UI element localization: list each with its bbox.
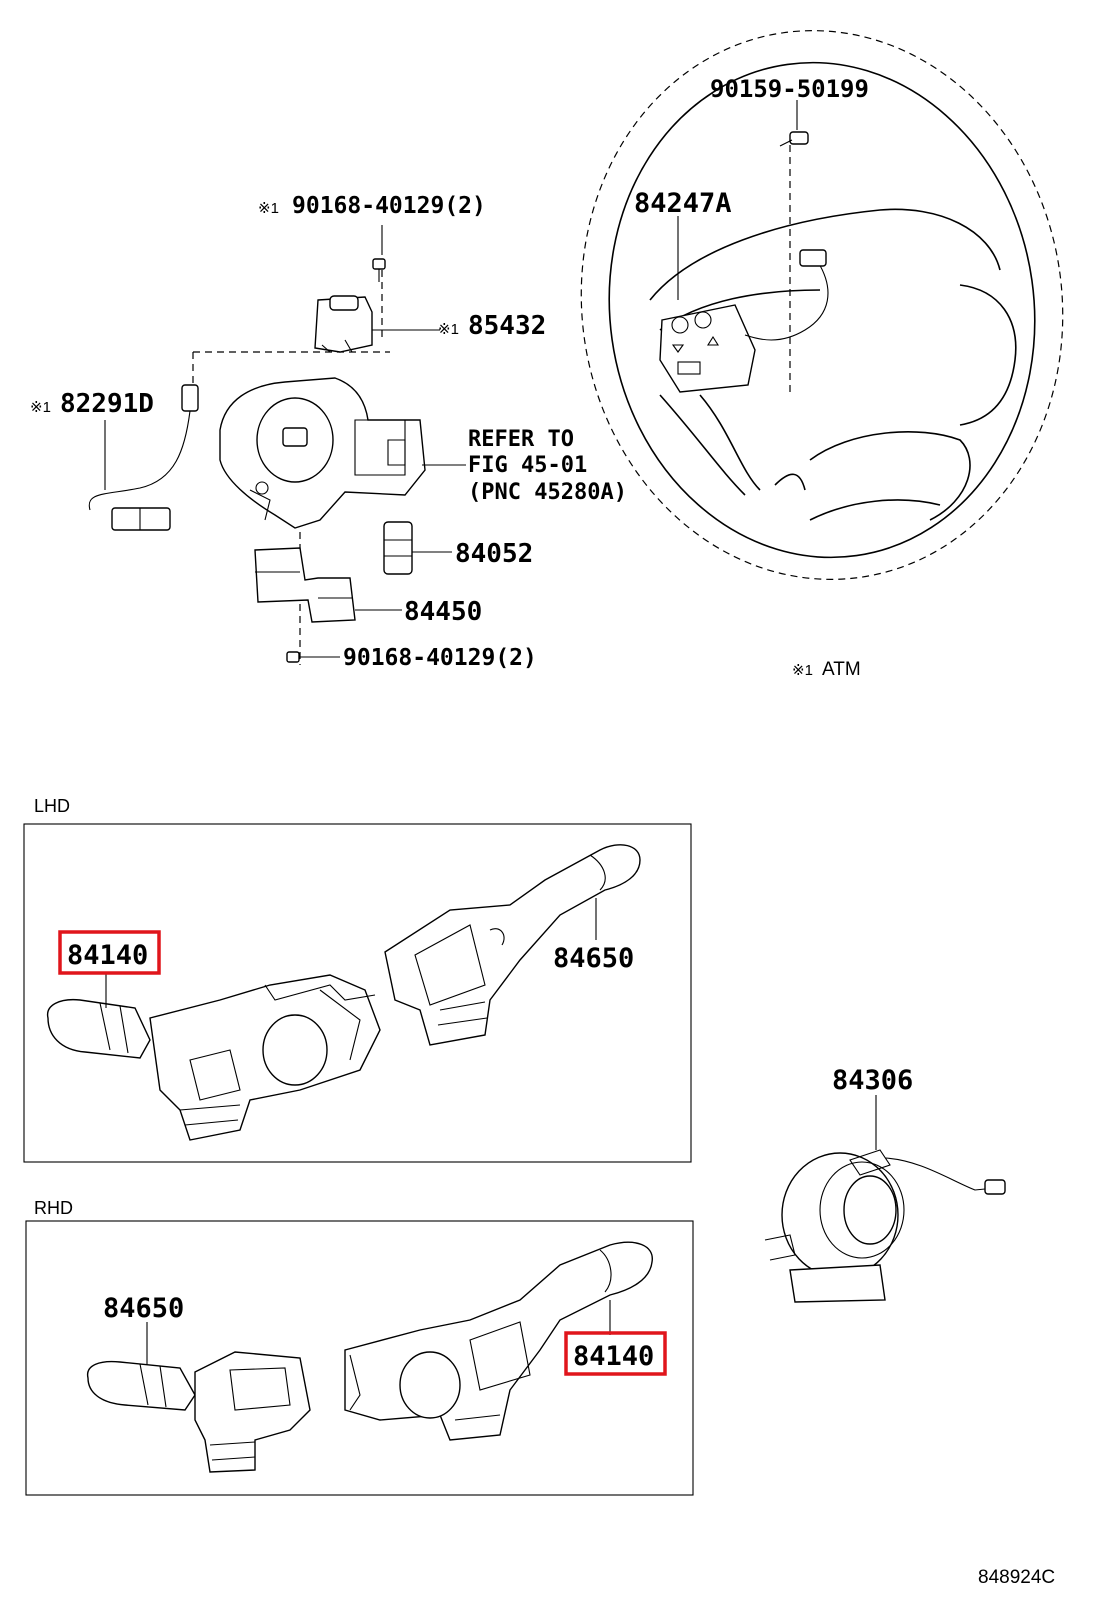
label-lhd-84140: 84140 <box>67 940 148 971</box>
lhd-84140-highlight <box>58 930 161 975</box>
note-mark-bolt-upper: ※1 <box>258 200 279 217</box>
label-refer-line3: (PNC 45280A) <box>468 480 627 505</box>
column-switch-assembly <box>88 225 466 665</box>
note-mark-atm: ※1 <box>792 662 813 679</box>
label-rhd-84650: 84650 <box>103 1293 184 1324</box>
label-rhd: RHD <box>34 1198 73 1218</box>
label-bolt-lower: 90168-40129(2) <box>343 645 537 671</box>
part-84052-shape <box>383 521 413 575</box>
part-84450-shape <box>254 547 356 623</box>
label-90159: 90159-50199 <box>710 75 869 103</box>
screw-upper-icon <box>372 258 386 282</box>
label-rhd-84140: 84140 <box>573 1341 654 1372</box>
rhd-combination-switch-shape <box>86 1241 653 1473</box>
note-atm: ATM <box>822 659 861 680</box>
label-refer-line1: REFER TO <box>468 427 574 452</box>
note-mark-82291d: ※1 <box>30 399 51 416</box>
note-mark-85432: ※1 <box>438 321 459 338</box>
label-82291d: 82291D <box>60 389 154 419</box>
steering-wheel-shape <box>580 30 1064 580</box>
lhd-combination-switch-shape <box>46 844 641 1141</box>
label-84306: 84306 <box>832 1065 913 1096</box>
switch-85432-shape <box>314 295 373 353</box>
label-lhd-84650: 84650 <box>553 943 634 974</box>
label-84052: 84052 <box>455 539 533 569</box>
label-84450: 84450 <box>404 597 482 627</box>
screw-lower-icon <box>286 651 300 663</box>
label-85432: 85432 <box>468 311 546 341</box>
label-lhd: LHD <box>34 796 70 816</box>
column-bracket-shape <box>219 377 426 529</box>
sensor-82291d-shape <box>88 384 199 531</box>
screw-90159-icon <box>779 131 809 147</box>
figure-id: 848924C <box>978 1567 1055 1588</box>
spiral-cable-84306-shape <box>764 1149 1006 1303</box>
label-84247a: 84247A <box>634 188 732 219</box>
lhd-frame <box>23 823 692 1163</box>
rhd-84140-highlight <box>564 1331 667 1376</box>
label-bolt-upper: 90168-40129(2) <box>292 193 486 219</box>
rhd-frame <box>25 1220 694 1496</box>
label-refer-line2: FIG 45-01 <box>468 453 587 478</box>
